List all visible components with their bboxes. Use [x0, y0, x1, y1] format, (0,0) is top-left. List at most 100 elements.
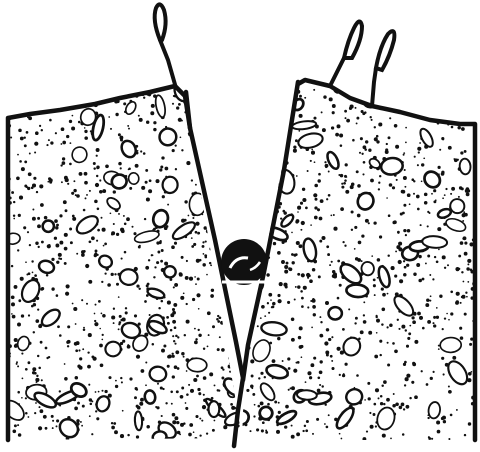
soil-dot — [345, 190, 349, 194]
soil-dot — [271, 122, 275, 126]
soil-dot — [395, 145, 399, 149]
soil-dot — [93, 162, 96, 165]
soil-dot — [231, 240, 233, 242]
soil-dot — [118, 328, 120, 330]
soil-dot — [411, 87, 413, 89]
soil-dot — [209, 262, 211, 264]
soil-dot — [297, 211, 299, 213]
soil-dot — [210, 160, 212, 162]
soil-pebble — [164, 266, 176, 278]
soil-dot — [195, 111, 197, 113]
soil-dot — [260, 401, 264, 405]
soil-dot — [376, 332, 378, 334]
soil-dot — [11, 191, 14, 194]
soil-dot — [215, 218, 218, 221]
soil-dot — [55, 132, 57, 134]
soil-dot — [216, 91, 219, 94]
soil-dot — [466, 267, 469, 270]
soil-dot — [91, 236, 95, 240]
soil-dot — [442, 328, 444, 330]
soil-dot — [235, 294, 238, 297]
soil-dot — [17, 323, 21, 327]
soil-dot — [84, 130, 87, 133]
soil-dot — [417, 312, 421, 316]
soil-dot — [46, 274, 49, 277]
soil-dot — [356, 374, 359, 377]
soil-dot — [374, 126, 376, 128]
soil-dot — [221, 130, 223, 132]
soil-dot — [113, 422, 116, 425]
soil-dot — [371, 255, 373, 257]
soil-dot — [195, 231, 198, 234]
soil-dot — [457, 126, 460, 129]
soil-dot — [203, 376, 207, 380]
soil-dot — [118, 133, 121, 136]
soil-dot — [453, 100, 455, 102]
soil-dot — [332, 274, 336, 278]
soil-dot — [260, 372, 263, 375]
soil-dot — [67, 183, 69, 185]
soil-dot — [318, 275, 321, 278]
soil-dot — [463, 213, 467, 217]
soil-dot — [51, 104, 53, 106]
soil-dot — [245, 313, 249, 317]
soil-dot — [363, 95, 367, 99]
soil-dot — [20, 97, 24, 101]
soil-dot — [251, 375, 254, 378]
soil-dot — [173, 303, 177, 307]
soil-pebble — [391, 293, 416, 319]
soil-dot — [188, 384, 190, 386]
soil-dot — [97, 229, 100, 232]
soil-dot — [275, 182, 279, 186]
soil-dot — [190, 95, 192, 97]
soil-dot — [242, 162, 245, 165]
soil-dot — [185, 276, 189, 280]
soil-pebble — [302, 237, 318, 262]
soil-dot — [402, 190, 406, 194]
soil-dot — [67, 345, 69, 347]
soil-dot — [249, 85, 252, 88]
soil-dot — [299, 326, 303, 330]
soil-dot — [49, 178, 53, 182]
soil-dot — [141, 186, 145, 190]
soil-dot — [241, 317, 244, 320]
soil-dot — [316, 418, 319, 421]
soil-dot — [207, 311, 211, 315]
soil-dot — [326, 245, 329, 248]
soil-dot — [253, 115, 256, 118]
soil-dot — [113, 190, 116, 193]
soil-dot — [135, 164, 139, 168]
soil-dot — [433, 316, 436, 319]
soil-pebble — [70, 145, 88, 164]
soil-dot — [202, 245, 205, 248]
soil-dot — [421, 180, 423, 182]
soil-dot — [421, 163, 424, 166]
soil-dot — [121, 435, 124, 438]
soil-dot — [317, 376, 320, 379]
soil-dot — [257, 325, 259, 327]
soil-dot — [396, 245, 400, 249]
soil-dot — [381, 384, 383, 386]
soil-dot — [265, 95, 267, 97]
soil-dot — [36, 375, 38, 377]
soil-dot — [232, 350, 235, 353]
soil-dot — [279, 135, 283, 139]
soil-dot — [160, 260, 163, 263]
soil-dot — [379, 80, 383, 84]
soil-pebble — [154, 94, 167, 118]
soil-dot — [230, 155, 233, 158]
soil-dot — [247, 300, 249, 302]
soil-dot — [88, 91, 91, 94]
soil-dot — [31, 89, 35, 93]
soil-dot — [430, 377, 433, 380]
soil-dot — [443, 373, 445, 375]
soil-dot — [412, 363, 416, 367]
soil-dot — [443, 98, 445, 100]
soil-dot — [119, 315, 122, 318]
soil-dot — [306, 420, 309, 423]
soil-dot — [374, 137, 378, 141]
soil-dot — [105, 164, 109, 168]
soil-dot — [173, 340, 175, 342]
soil-dot — [293, 254, 296, 257]
soil-dot — [424, 202, 427, 205]
